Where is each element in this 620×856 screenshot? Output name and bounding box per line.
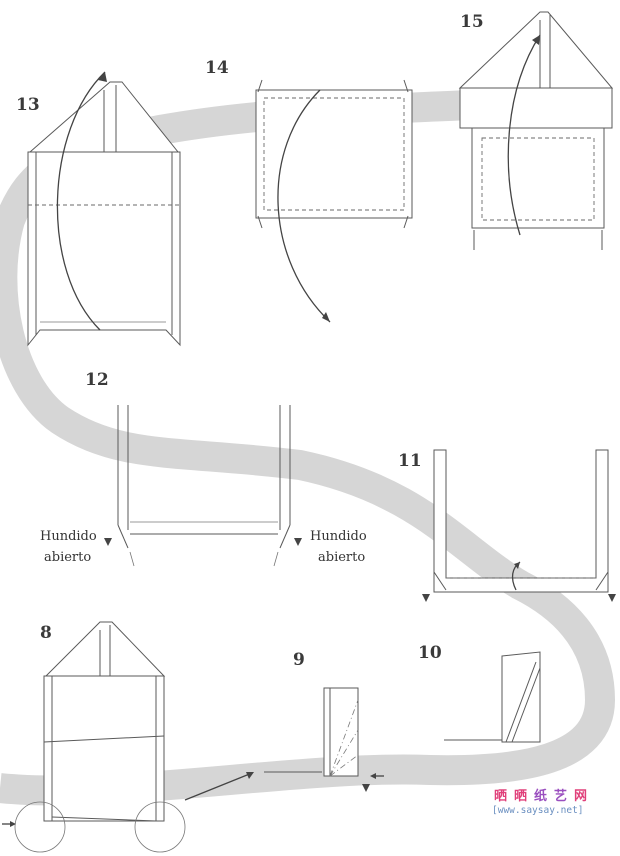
step-8-figure [2, 621, 254, 853]
step-10-number: 10 [418, 643, 442, 663]
step-8-number: 8 [40, 623, 52, 643]
step-14-number: 14 [205, 58, 229, 78]
step-9-number: 9 [293, 650, 305, 670]
step-12-figure [104, 405, 302, 567]
step-11-figure [422, 449, 616, 602]
step-15-figure [458, 11, 614, 250]
step-9-figure [264, 687, 384, 792]
watermark-char-4: 艺 [554, 788, 567, 804]
watermark-char-3: 纸 [534, 788, 547, 804]
step-13-number: 13 [16, 95, 40, 115]
step-11-number: 11 [398, 451, 422, 471]
annotation-right-line2: abierto [318, 550, 365, 565]
watermark: 晒 晒 纸 艺 网 [www.saysay.net] [492, 788, 587, 816]
watermark-char-2: 晒 [514, 789, 527, 804]
watermark-char-1: 晒 [494, 789, 507, 804]
step-15-number: 15 [460, 12, 484, 32]
annotation-left-line1: Hundido [40, 529, 97, 544]
watermark-url: [www.saysay.net] [492, 805, 584, 816]
step-14-figure [255, 79, 413, 323]
annotation-right-line1: Hundido [310, 529, 367, 544]
step-12-number: 12 [85, 370, 109, 390]
step-13-figure [27, 71, 181, 347]
annotation-left-line2: abierto [44, 550, 91, 565]
watermark-char-5: 网 [574, 789, 587, 804]
step-10-figure [444, 651, 541, 743]
